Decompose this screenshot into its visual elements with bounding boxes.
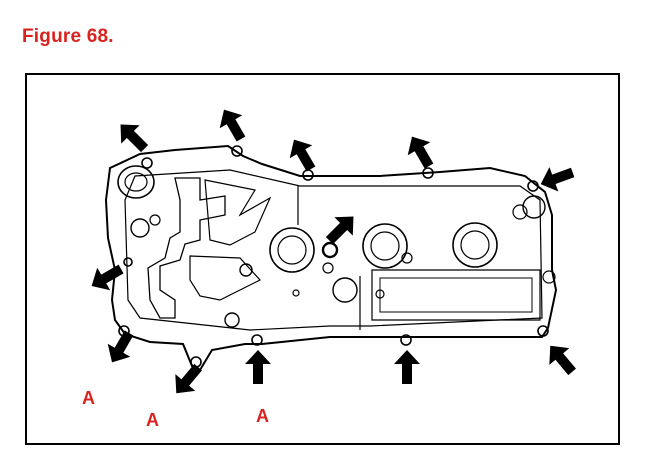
- arrow-icon: [85, 257, 128, 298]
- arrow-icon: [394, 350, 420, 384]
- diagram-frame: [25, 73, 620, 445]
- label-a-3: A: [256, 406, 269, 426]
- arrow-icon: [212, 103, 253, 146]
- pointer-arrows: [85, 103, 583, 402]
- valve-cover-outline: [104, 144, 558, 372]
- arrow-icon: [100, 326, 141, 369]
- arrow-icon: [111, 115, 154, 158]
- label-a-1: A: [82, 388, 95, 408]
- label-a-2: A: [146, 410, 159, 430]
- arrow-icon: [540, 337, 583, 381]
- figure-title: Figure 68.: [22, 26, 114, 47]
- arrow-icon: [282, 133, 323, 176]
- arrow-icon: [245, 350, 271, 384]
- arrow-icon: [400, 130, 441, 173]
